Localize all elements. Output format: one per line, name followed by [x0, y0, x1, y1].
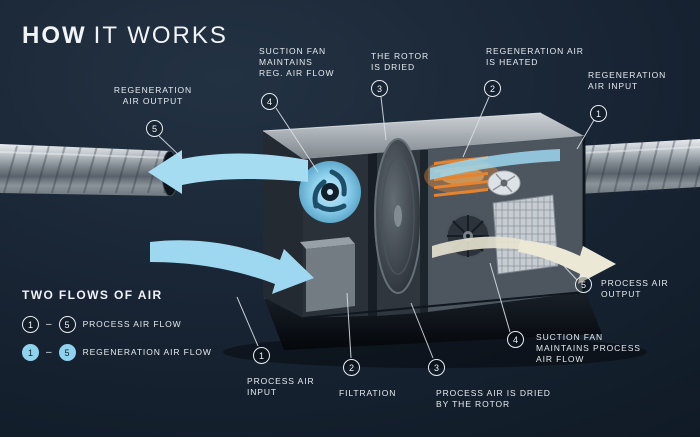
title-bold: HOW — [22, 22, 87, 49]
left-duct — [0, 144, 179, 197]
legend-process-badge-end: 5 — [58, 316, 76, 333]
callout-label-process-output: PROCESS AIR OUTPUT — [601, 278, 669, 299]
title-rest: IT WORKS — [93, 22, 228, 49]
process-output-arrow — [518, 240, 616, 284]
callout-label-process-dried: PROCESS AIR IS DRIED BY THE ROTOR — [436, 388, 551, 409]
callout-label-regen-suction-fan: SUCTION FAN MAINTAINS REG. AIR FLOW — [259, 46, 335, 78]
legend-process-flow-row: 1 – 5 PROCESS AIR FLOW — [22, 316, 182, 333]
callout-badge-rotor-dried: 3 — [371, 80, 388, 97]
leader-lines — [158, 96, 595, 359]
unit-top-face — [263, 113, 584, 159]
callout-label-process-suction-fan: SUCTION FAN MAINTAINS PROCESS AIR FLOW — [536, 332, 641, 364]
legend-process-flow-label: PROCESS AIR FLOW — [82, 319, 182, 329]
process-interior-arrow — [432, 236, 524, 258]
callout-badge-process-suction-fan: 4 — [507, 331, 524, 348]
callout-badge-filtration: 2 — [343, 359, 360, 376]
callout-badge-regen-suction-fan: 4 — [261, 93, 278, 110]
legend-range-dash: – — [46, 319, 52, 330]
callout-badge-process-input: 1 — [253, 347, 270, 364]
regeneration-output-arrow — [148, 150, 308, 194]
regeneration-suction-fan — [299, 161, 361, 223]
callout-label-process-input: PROCESS AIR INPUT — [247, 376, 315, 397]
legend-range-dash-2: – — [46, 347, 52, 358]
regeneration-interior-arrow — [430, 149, 560, 180]
legend-regeneration-flow-row: 1 – 5 REGENERATION AIR FLOW — [22, 344, 212, 361]
legend-regeneration-badge-end: 5 — [58, 344, 76, 361]
callout-badge-regen-air-heated: 2 — [484, 80, 501, 97]
legend-regeneration-badge-start: 1 — [22, 344, 39, 361]
callout-badge-regeneration-output: 5 — [146, 120, 163, 137]
filter-panel — [492, 194, 559, 275]
process-input-arrow — [150, 240, 314, 294]
callout-label-rotor-dried: THE ROTOR IS DRIED — [371, 51, 430, 72]
callout-label-filtration: FILTRATION — [339, 388, 397, 398]
callout-label-regeneration-input: REGENERATION AIR INPUT — [588, 70, 667, 91]
desiccant-rotor — [374, 138, 422, 294]
callout-label-regen-air-heated: REGENERATION AIR IS HEATED — [486, 46, 584, 67]
dehumidifier-unit — [262, 112, 586, 319]
right-duct — [560, 138, 700, 195]
callout-badge-process-dried: 3 — [428, 359, 445, 376]
callout-badge-process-output: 5 — [575, 276, 592, 293]
legend-process-badge-start: 1 — [22, 316, 39, 333]
callout-badge-regeneration-input: 1 — [590, 105, 607, 122]
legend-regeneration-flow-label: REGENERATION AIR FLOW — [82, 347, 212, 357]
electrical-box — [300, 237, 355, 312]
legend-heading: TWO FLOWS OF AIR — [22, 288, 163, 302]
callout-label-regeneration-output: REGENERATION AIR OUTPUT — [113, 85, 193, 106]
regeneration-intake-fan — [487, 170, 521, 196]
